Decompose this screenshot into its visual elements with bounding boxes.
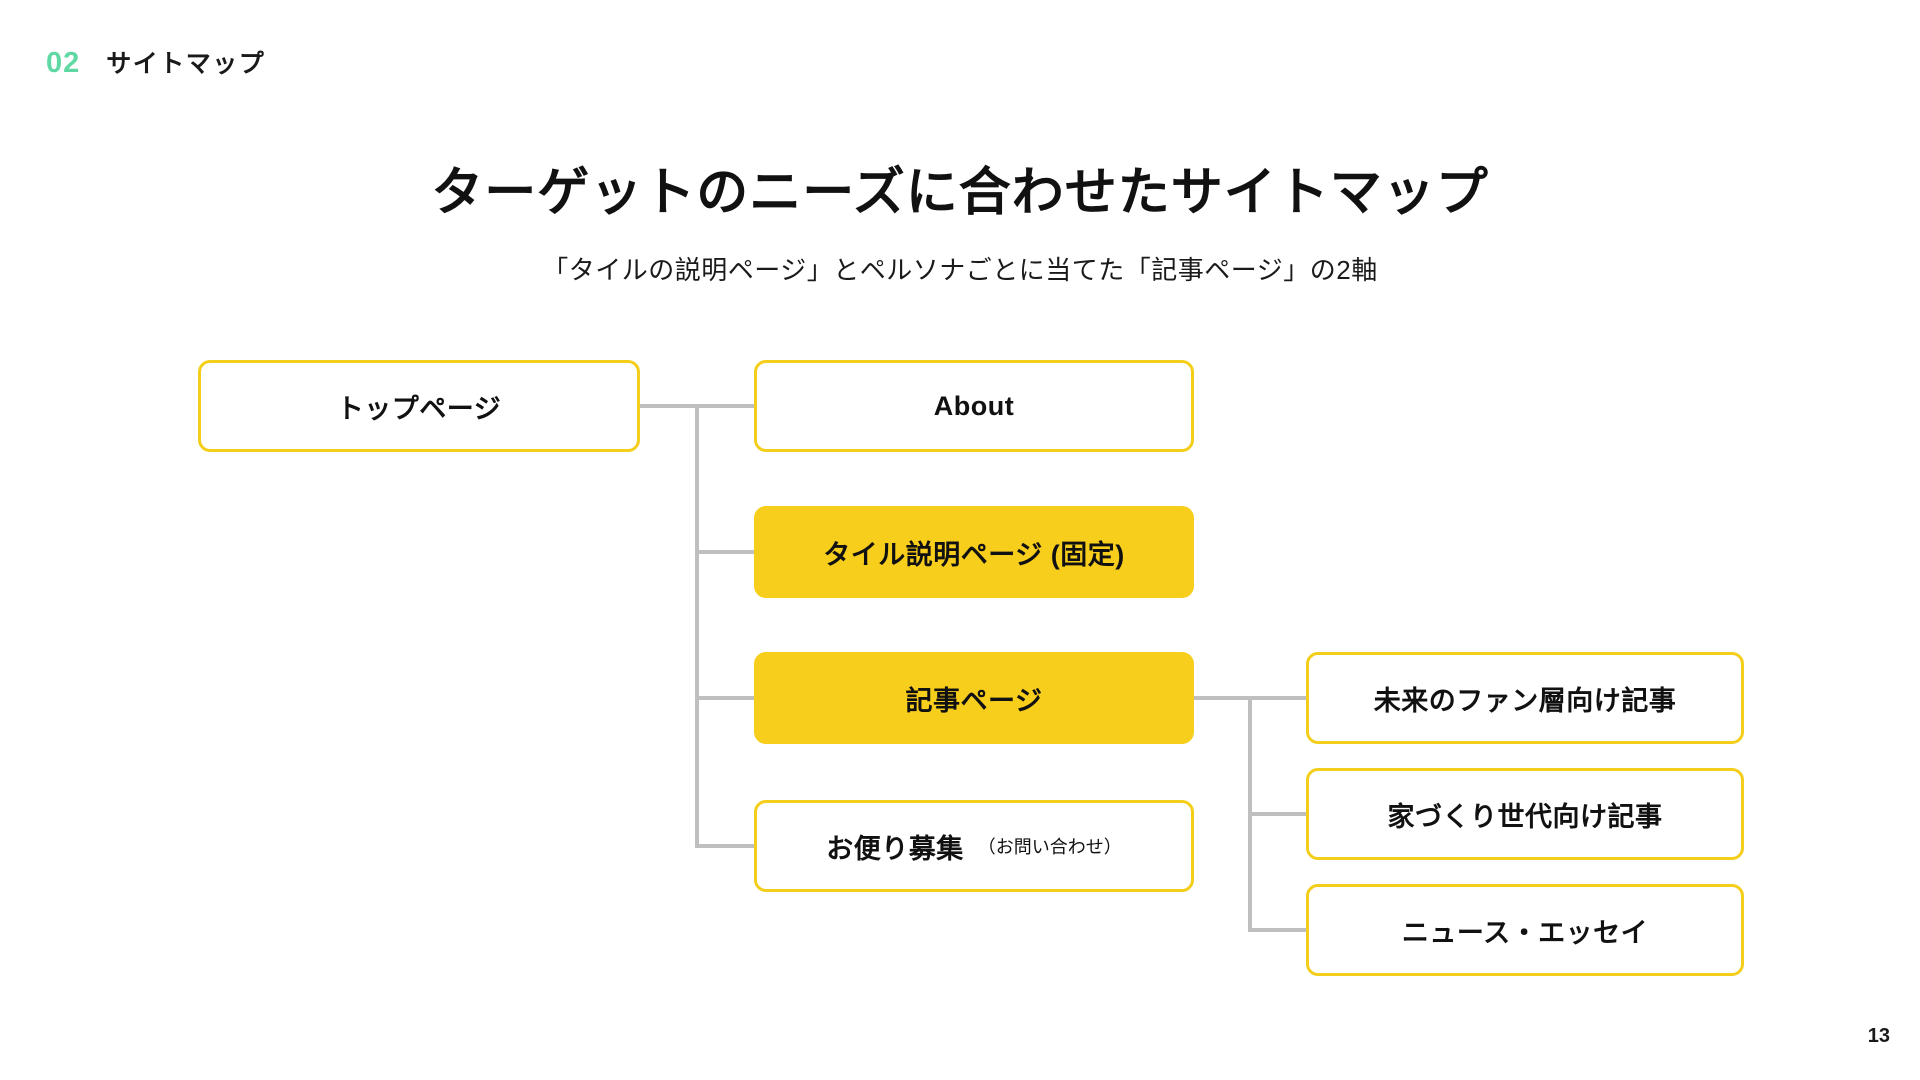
node-label: 家づくり世代向け記事 [1387, 801, 1663, 832]
node-label: タイル説明ページ (固定) [823, 539, 1125, 570]
section-number: 02 [46, 47, 81, 79]
node-about[interactable]: About [754, 360, 1194, 452]
node-label: トップページ [336, 393, 502, 424]
page-title: ターゲットのニーズに合わせたサイトマップ [431, 164, 1489, 222]
node-label: 記事ページ [905, 685, 1043, 716]
node-label: 未来のファン層向け記事 [1373, 685, 1677, 716]
node-label: ニュース・エッセイ [1401, 917, 1649, 948]
slide-header: 02 サイトマップ [46, 44, 265, 80]
node-letter-submission[interactable]: お便り募集 （お問い合わせ） [754, 800, 1194, 892]
node-article-page[interactable]: 記事ページ [754, 652, 1194, 744]
node-tile-description-page[interactable]: タイル説明ページ (固定) [754, 506, 1194, 598]
node-label: About [933, 390, 1015, 421]
page-subtitle: 「タイルの説明ページ」とペルソナごとに当てた「記事ページ」の2軸 [542, 255, 1378, 285]
section-title: サイトマップ [106, 50, 266, 78]
page-number: 13 [1867, 1025, 1890, 1047]
node-news-essay[interactable]: ニュース・エッセイ [1306, 884, 1744, 976]
node-home-building-generation-article[interactable]: 家づくり世代向け記事 [1306, 768, 1744, 860]
node-sublabel: （お問い合わせ） [977, 837, 1122, 857]
node-label: お便り募集 [826, 833, 964, 864]
node-future-fans-article[interactable]: 未来のファン層向け記事 [1306, 652, 1744, 744]
node-top-page[interactable]: トップページ [198, 360, 640, 452]
